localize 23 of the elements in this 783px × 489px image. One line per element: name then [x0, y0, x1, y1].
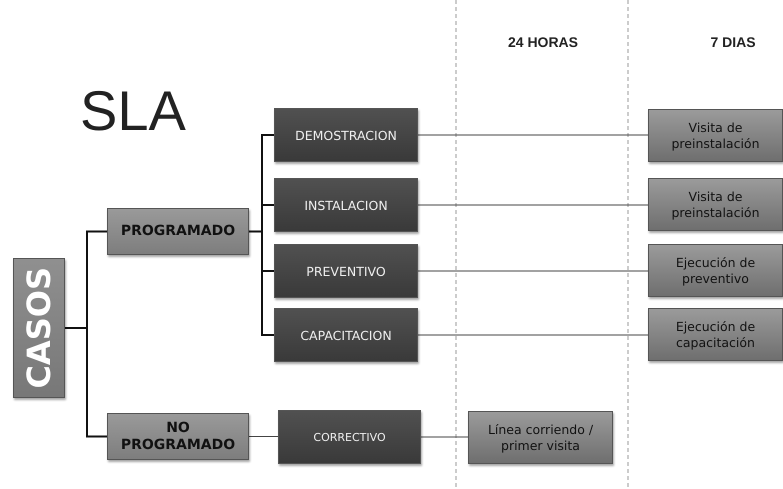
connector-line — [248, 436, 278, 437]
column-header: 7 DIAS — [709, 34, 757, 50]
process-box: Línea corriendo / primer visita — [468, 411, 613, 464]
process-box: DEMOSTRACION — [274, 108, 418, 162]
process-box: Visita de preinstalación — [648, 178, 783, 231]
process-box: CAPACITACION — [274, 308, 418, 362]
process-box: NO PROGRAMADO — [107, 413, 249, 460]
process-box: PREVENTIVO — [274, 244, 418, 298]
process-box: Ejecución de preventivo — [648, 244, 783, 297]
process-box: Ejecución de capacitación — [648, 308, 783, 361]
column-header: 24 HORAS — [506, 34, 580, 50]
connector-line — [418, 334, 648, 336]
process-box: PROGRAMADO — [107, 208, 249, 255]
title: SLA — [80, 78, 186, 143]
process-box: CORRECTIVO — [278, 410, 421, 464]
category-box: CASOS — [13, 258, 65, 398]
connector-line — [418, 134, 648, 136]
process-box: INSTALACION — [274, 178, 418, 232]
connector-line — [420, 436, 468, 438]
connector-line — [418, 270, 648, 272]
connector-line — [65, 327, 107, 438]
connector-line — [418, 204, 648, 206]
process-box: Visita de preinstalación — [648, 109, 783, 162]
